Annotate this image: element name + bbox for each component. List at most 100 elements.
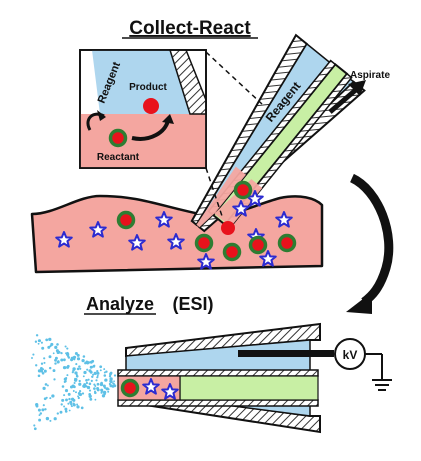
spray-droplet [77,396,80,400]
spray-droplet [46,384,49,387]
spray-droplet [66,364,70,368]
spray-droplet [59,410,63,414]
spray-droplet [52,369,56,373]
spray-droplet [85,381,88,385]
spray-droplet [43,357,46,360]
spray-droplet [53,378,56,381]
sampling-probe: Reagent [190,33,366,233]
spray-droplet [54,362,57,365]
spray-droplet [40,362,44,365]
spray-droplet [107,390,110,393]
spray-droplet [43,369,47,373]
spray-droplet [66,374,69,377]
spray-droplet [96,370,99,373]
spray-droplet [82,355,86,358]
spray-droplet [109,372,112,376]
spray-droplet [42,368,45,371]
spray-droplet [38,414,41,417]
spray-droplet [84,361,87,365]
spray-droplet [100,381,103,385]
spray-droplet [61,385,65,388]
spray-droplet [64,410,68,413]
spray-droplet [80,406,84,410]
spray-droplet [81,358,85,363]
spray-droplet [74,371,78,375]
product-dot-in-probe [221,221,235,235]
spray-droplet [87,378,90,381]
spray-droplet [91,359,95,363]
spray-droplet [72,367,76,371]
voltage-label: kV [343,348,358,362]
spray-droplet [75,373,78,377]
spray-droplet [99,365,103,369]
spray-droplet [77,395,80,398]
analyze-esi-label: (ESI) [172,294,213,314]
spray-droplet [99,369,102,372]
spray-droplet [78,379,81,383]
spray-droplet [94,398,97,401]
spray-droplet [41,372,45,375]
spray-droplet [72,403,76,407]
spray-droplet [49,397,52,400]
spray-droplet [64,407,68,411]
ground-icon [365,353,392,391]
spray-droplet [78,382,82,386]
spray-droplet [67,402,70,405]
spray-droplet [77,392,81,395]
spray-droplet [92,373,95,376]
spray-droplet [103,374,107,377]
spray-droplet [49,419,52,422]
spray-droplet [72,355,77,359]
spray-droplet [56,412,59,415]
spray-droplet [76,353,80,357]
spray-droplet [63,394,66,397]
spray-droplet [42,386,46,391]
spray-droplet [52,352,55,355]
spray-droplet [41,346,45,350]
spray-droplet [60,351,63,355]
emitter-capillary-top-wall [117,369,319,377]
spray-droplet [79,367,82,370]
spray-droplet [57,360,60,363]
electrospray-plume [31,334,117,431]
spray-droplet [88,389,92,392]
spray-droplet [44,383,48,386]
spray-droplet [48,337,52,342]
esi-emitter [117,322,334,434]
spray-droplet [38,418,42,422]
reactant-icon [116,210,136,230]
spray-droplet [86,361,90,365]
spray-droplet [33,424,36,427]
spray-droplet [45,338,49,342]
reactant-icon [222,242,242,262]
spray-droplet [113,374,117,377]
spray-droplet [45,416,50,421]
spray-droplet [103,386,106,389]
spray-droplet [110,380,113,384]
spray-droplet [88,382,92,386]
spray-droplet [39,412,43,415]
spray-droplet [86,368,89,371]
spray-droplet [63,358,66,362]
spray-droplet [113,384,116,387]
spray-droplet [94,391,97,395]
spray-droplet [61,398,65,402]
inset-reactant-label: Reactant [97,152,140,163]
spray-droplet [51,394,55,398]
spray-droplet [54,356,58,360]
reactant-icon [233,180,253,200]
collect-react-title: Collect-React [129,18,251,39]
spray-droplet [67,355,70,358]
spray-droplet [44,408,47,411]
spray-droplet [37,339,41,342]
spray-droplet [68,397,71,401]
spray-droplet [113,380,115,383]
spray-droplet [60,358,64,362]
spray-droplet [92,364,95,368]
spray-droplet [95,379,98,382]
spray-droplet [76,403,79,406]
spray-droplet [50,342,54,346]
spray-droplet [78,389,82,393]
spray-droplet [35,364,38,367]
